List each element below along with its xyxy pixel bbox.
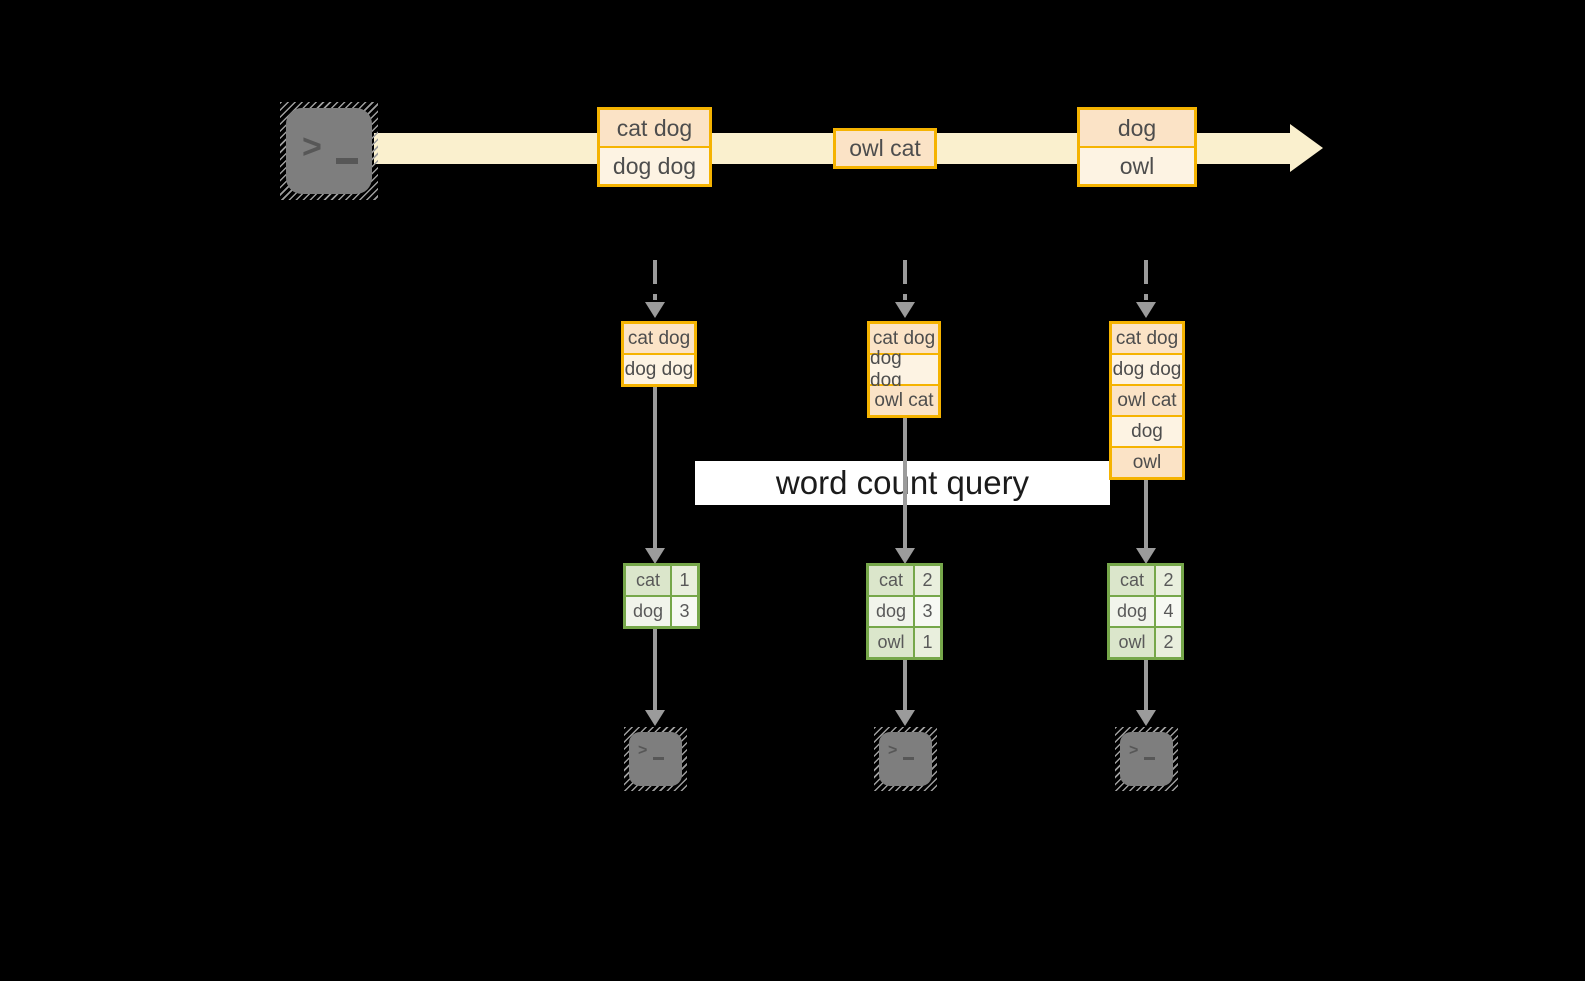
event-line: cat dog xyxy=(600,110,709,146)
terminal-output-icon-2: > xyxy=(874,727,937,791)
query-arrow-head-3 xyxy=(1136,548,1156,564)
state-box-2: cat dog dog dog owl cat xyxy=(867,321,941,418)
count-value: 2 xyxy=(915,566,940,595)
state-entry: cat dog xyxy=(1112,324,1182,353)
query-arrow-head-2 xyxy=(895,548,915,564)
state-entry: owl cat xyxy=(1112,386,1182,415)
output-arrow-head-1 xyxy=(645,710,665,726)
state-entry: dog dog xyxy=(1112,355,1182,384)
query-arrow-line-3 xyxy=(1144,480,1148,548)
dashed-arrow-line-1 xyxy=(653,260,657,300)
state-entry: cat dog xyxy=(624,324,694,353)
count-word: cat xyxy=(1110,566,1154,595)
terminal-icon-body: > xyxy=(879,732,932,786)
terminal-prompt-chevron: > xyxy=(1129,742,1139,759)
count-value: 2 xyxy=(1156,628,1181,657)
terminal-prompt-cursor xyxy=(903,757,914,760)
output-arrow-head-3 xyxy=(1136,710,1156,726)
count-word: dog xyxy=(626,597,670,626)
event-line: dog dog xyxy=(600,148,709,184)
terminal-output-icon-1: > xyxy=(624,727,687,791)
query-banner: word count query xyxy=(695,461,1110,505)
count-word: dog xyxy=(869,597,913,626)
count-value: 1 xyxy=(915,628,940,657)
output-arrow-line-1 xyxy=(653,629,657,710)
terminal-prompt-cursor xyxy=(1144,757,1155,760)
count-word: owl xyxy=(1110,628,1154,657)
terminal-source-icon: > xyxy=(280,102,378,200)
count-word: cat xyxy=(626,566,670,595)
stream-event-box-1: cat dog dog dog xyxy=(597,107,712,187)
dashed-arrow-head-1 xyxy=(645,302,665,318)
terminal-prompt-chevron: > xyxy=(302,128,322,166)
terminal-prompt-chevron: > xyxy=(638,742,648,759)
terminal-output-icon-3: > xyxy=(1115,727,1178,791)
output-arrow-line-2 xyxy=(903,660,907,710)
stream-event-box-3: dog owl xyxy=(1077,107,1197,187)
query-arrow-head-1 xyxy=(645,548,665,564)
output-arrow-line-3 xyxy=(1144,660,1148,710)
terminal-icon-body: > xyxy=(629,732,682,786)
terminal-icon-body: > xyxy=(1120,732,1173,786)
event-line: owl cat xyxy=(836,131,934,166)
count-value: 1 xyxy=(672,566,697,595)
output-arrow-head-2 xyxy=(895,710,915,726)
dashed-arrow-line-3 xyxy=(1144,260,1148,300)
state-entry: owl xyxy=(1112,448,1182,477)
query-arrow-line-1 xyxy=(653,387,657,548)
state-entry: dog dog xyxy=(870,348,938,391)
state-box-3: cat dog dog dog owl cat dog owl xyxy=(1109,321,1185,480)
terminal-prompt-cursor xyxy=(336,158,358,164)
state-entry: dog dog xyxy=(624,355,694,384)
event-line: dog xyxy=(1080,110,1194,146)
count-value: 4 xyxy=(1156,597,1181,626)
count-table-1: cat 1 dog 3 xyxy=(623,563,700,629)
dashed-arrow-head-2 xyxy=(895,302,915,318)
count-word: owl xyxy=(869,628,913,657)
count-value: 3 xyxy=(672,597,697,626)
stream-arrowhead-icon xyxy=(1290,124,1323,172)
query-arrow-line-2 xyxy=(903,418,907,548)
dashed-arrow-head-3 xyxy=(1136,302,1156,318)
terminal-icon-body: > xyxy=(286,108,372,194)
state-entry: owl cat xyxy=(870,386,938,415)
state-entry: dog xyxy=(1112,417,1182,446)
count-table-2: cat 2 dog 3 owl 1 xyxy=(866,563,943,660)
count-value: 3 xyxy=(915,597,940,626)
count-word: cat xyxy=(869,566,913,595)
count-word: dog xyxy=(1110,597,1154,626)
state-box-1: cat dog dog dog xyxy=(621,321,697,387)
terminal-prompt-chevron: > xyxy=(888,742,898,759)
terminal-prompt-cursor xyxy=(653,757,664,760)
event-line: owl xyxy=(1080,148,1194,184)
query-banner-label: word count query xyxy=(775,464,1030,501)
count-value: 2 xyxy=(1156,566,1181,595)
stream-event-box-2: owl cat xyxy=(833,128,937,169)
state-entry: cat dog xyxy=(870,324,938,353)
dashed-arrow-line-2 xyxy=(903,260,907,300)
count-table-3: cat 2 dog 4 owl 2 xyxy=(1107,563,1184,660)
